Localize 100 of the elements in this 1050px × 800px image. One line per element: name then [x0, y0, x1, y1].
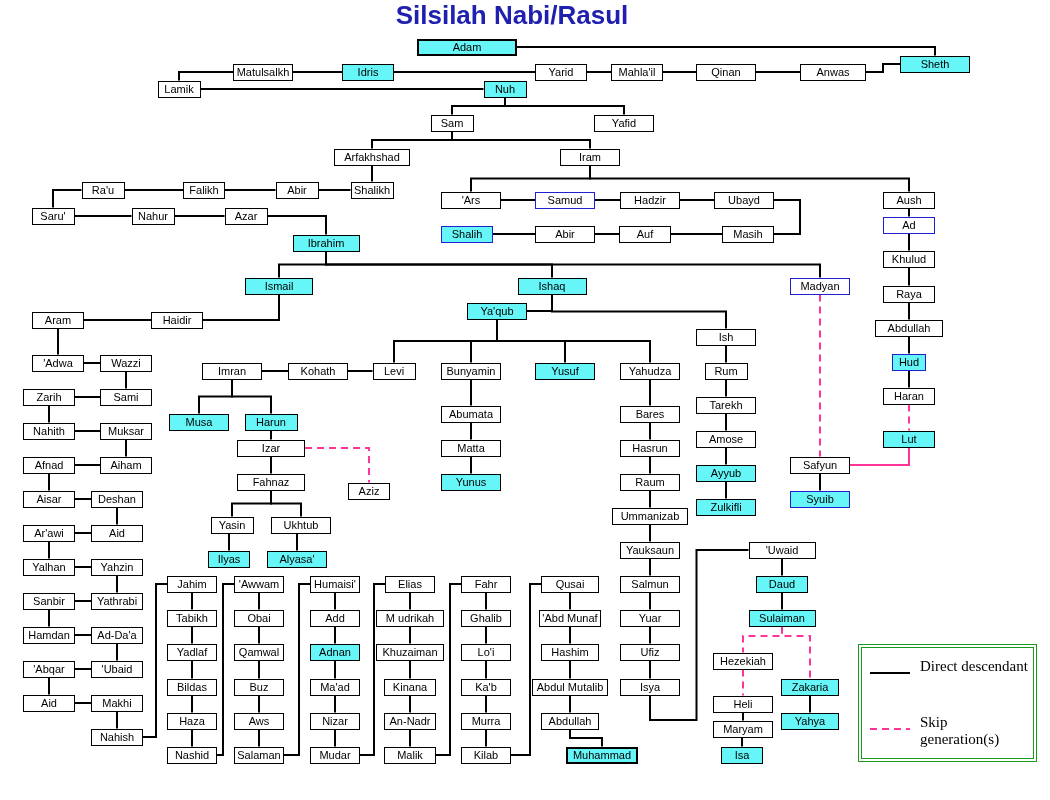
connector-line	[73, 215, 133, 217]
name-box: Aid	[23, 694, 75, 712]
name-box: Aush	[883, 191, 935, 209]
connector-line	[334, 694, 336, 714]
name-box: Shalih	[441, 225, 493, 243]
name-box: Izar	[237, 439, 305, 457]
name-box: Musa	[169, 413, 229, 431]
connector-line	[224, 189, 277, 191]
name-box: Ukhtub	[271, 516, 331, 534]
connector-line	[781, 591, 783, 611]
name-box: Maryam	[713, 720, 773, 738]
connector-line	[908, 301, 910, 321]
connector-line	[725, 446, 727, 466]
name-box: Elias	[385, 575, 435, 593]
connector-line	[409, 591, 411, 611]
connector-line	[123, 189, 184, 191]
name-box: Ghalib	[461, 609, 511, 627]
name-box: Aziz	[348, 482, 390, 500]
name-box: Sheth	[900, 55, 970, 73]
name-box: Heli	[713, 695, 773, 713]
name-box: Hezekiah	[713, 652, 773, 670]
title: Silsilah Nabi/Rasul	[395, 0, 629, 31]
connector-line	[178, 71, 234, 82]
name-box: Nahur	[131, 207, 175, 225]
connector-line	[908, 232, 910, 252]
connector-line	[569, 728, 603, 748]
connector-line	[649, 455, 651, 475]
name-box: Azar	[224, 207, 268, 225]
name-box: Hamdan	[23, 626, 75, 644]
name-box: Wazzi	[100, 354, 152, 372]
connector-line	[216, 583, 235, 756]
name-box: Khulud	[883, 250, 935, 268]
name-box: Ad	[883, 216, 935, 234]
connector-line	[908, 266, 910, 287]
name-box: Anwas	[800, 63, 866, 81]
connector-line	[569, 694, 571, 714]
name-box: Abdul Mutalib	[532, 678, 608, 696]
connector-line	[485, 625, 487, 645]
name-box: Haidir	[151, 311, 203, 329]
legend-text: Direct descendant	[920, 658, 1029, 675]
connector-line	[725, 412, 727, 432]
connector-line	[258, 694, 260, 714]
connector-line	[261, 370, 289, 372]
connector-line	[516, 46, 936, 57]
connector-line	[296, 532, 298, 552]
name-box: Rum	[704, 362, 748, 380]
name-box: Ismail	[245, 277, 313, 295]
name-box: 'Abqar	[23, 660, 75, 678]
dashed-connector-line	[908, 403, 910, 432]
name-box: Nahish	[91, 728, 143, 746]
connector-line	[74, 532, 92, 534]
name-box: Daud	[756, 575, 808, 593]
connector-line	[409, 728, 411, 748]
name-box: Nahith	[23, 422, 75, 440]
connector-line	[485, 659, 487, 680]
name-box: Ubayd	[714, 191, 774, 209]
name-box: Mahla'il	[611, 63, 663, 81]
connector-line	[781, 557, 783, 577]
name-box: Ibrahim	[292, 234, 360, 252]
name-box: Abir	[275, 181, 319, 199]
name-box: Abumata	[441, 405, 501, 423]
name-box: Aisar	[23, 490, 75, 508]
name-box: Ar'awi	[23, 524, 75, 542]
connector-line	[435, 583, 462, 756]
connector-line	[649, 378, 651, 407]
connector-line	[74, 498, 92, 500]
name-box: Iram	[560, 148, 620, 166]
name-box: Fahnaz	[237, 473, 305, 491]
name-box: Ma'ad	[310, 678, 360, 696]
connector-line	[670, 233, 723, 235]
connector-line	[83, 362, 101, 364]
connector-line	[470, 421, 472, 441]
name-box: Lut	[883, 430, 935, 448]
connector-line	[57, 327, 59, 356]
name-box: Ka'b	[461, 678, 511, 696]
connector-line	[741, 736, 743, 748]
name-box: Harun	[244, 413, 298, 431]
dashed-connector-line	[819, 293, 821, 458]
connector-line	[48, 676, 50, 696]
connector-line	[742, 711, 744, 722]
connector-line	[409, 659, 411, 680]
connector-line	[409, 625, 411, 645]
name-box: Auf	[619, 225, 671, 243]
connector-line	[649, 549, 750, 721]
connector-line	[116, 506, 118, 526]
name-box: Haran	[883, 387, 935, 405]
name-box: Ayyub	[696, 464, 756, 482]
name-box: Falikh	[183, 181, 225, 199]
name-box: Adam	[417, 38, 517, 56]
connector-line	[317, 189, 352, 191]
connector-line	[649, 625, 651, 645]
connector-line	[908, 207, 910, 218]
name-box: Abdullah	[875, 319, 943, 337]
connector-line	[228, 532, 230, 552]
connector-line	[371, 164, 373, 183]
name-box: Yarid	[535, 63, 587, 81]
connector-line	[266, 215, 327, 236]
connector-line	[586, 71, 612, 73]
name-box: Hashim	[541, 643, 599, 661]
connector-line	[116, 710, 118, 730]
